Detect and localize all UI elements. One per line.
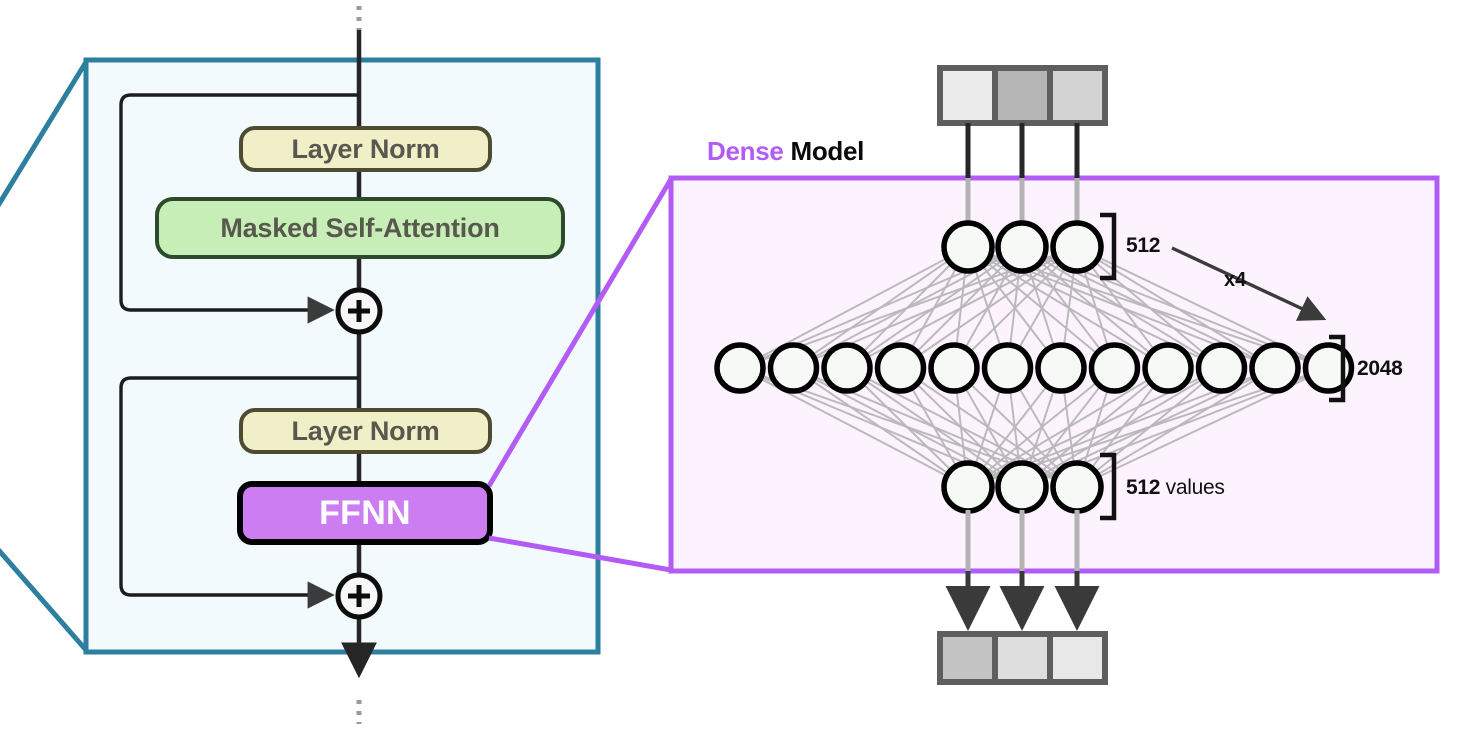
neuron-input-3 xyxy=(1050,220,1104,274)
expansion-factor-value: x4 xyxy=(1224,269,1247,291)
expansion-arrow xyxy=(1171,246,1327,321)
block-layer-norm-2[interactable] xyxy=(239,408,492,454)
zoom-connector-teal xyxy=(0,60,89,652)
neuron-input-2 xyxy=(995,220,1049,274)
output-layer-size-value: 512 xyxy=(1126,476,1161,499)
neurons-output-layer xyxy=(941,460,1104,514)
input-token-row xyxy=(937,65,1108,126)
layer-norm-2-label: Layer Norm xyxy=(291,415,440,446)
neuron-hidden-1 xyxy=(714,342,766,394)
output-token-row xyxy=(937,631,1108,685)
input-layer-size-value: 512 xyxy=(1126,234,1161,257)
output-feed-lines xyxy=(945,510,1100,632)
neuron-hidden-12 xyxy=(1302,342,1355,394)
dense-model-title: Dense Model xyxy=(707,138,864,164)
neuron-hidden-9 xyxy=(1142,342,1194,394)
hidden-layer-size-label: 2048 xyxy=(1357,358,1403,379)
bracket-hidden-2048 xyxy=(1329,334,1346,403)
neuron-output-1 xyxy=(941,460,995,514)
neuron-hidden-4 xyxy=(874,342,927,394)
masked-self-attention-label: Masked Self-Attention xyxy=(220,212,500,243)
neuron-hidden-10 xyxy=(1195,342,1248,394)
skip-connection-2 xyxy=(119,376,359,609)
expansion-factor-label: x4 xyxy=(1224,270,1246,290)
block-layer-norm-1[interactable] xyxy=(239,126,492,172)
bracket-output-512 xyxy=(1100,452,1117,521)
neuron-output-2 xyxy=(995,460,1049,514)
residual-add-2 xyxy=(335,572,383,620)
input-feed-lines xyxy=(965,123,1080,222)
hidden-layer-size-value: 2048 xyxy=(1357,357,1403,380)
neuron-hidden-6 xyxy=(981,342,1034,394)
neuron-hidden-3 xyxy=(821,342,873,394)
zoom-connector-purple xyxy=(486,177,674,573)
dense-model-title-accent: Dense xyxy=(707,136,784,166)
output-layer-size-label: 512 values xyxy=(1126,477,1225,498)
neuron-input-1 xyxy=(941,220,995,274)
neuron-hidden-2 xyxy=(767,342,820,394)
neuron-hidden-11 xyxy=(1249,342,1301,394)
layer-norm-1-label: Layer Norm xyxy=(291,133,440,164)
residual-add-1 xyxy=(335,287,383,335)
neuron-hidden-7 xyxy=(1035,342,1087,394)
input-layer-size-label: 512 xyxy=(1126,235,1160,256)
neuron-hidden-5 xyxy=(928,342,980,394)
neurons-hidden-layer xyxy=(714,342,1355,394)
neurons-input-layer xyxy=(941,220,1104,274)
ffnn-label: FFNN xyxy=(319,493,411,532)
neuron-output-3 xyxy=(1050,460,1104,514)
block-ffnn[interactable] xyxy=(237,481,493,545)
neuron-hidden-8 xyxy=(1088,342,1141,394)
output-layer-size-unit: values xyxy=(1160,476,1225,499)
dense-model-title-rest: Model xyxy=(783,136,865,166)
block-masked-self-attention[interactable] xyxy=(155,197,565,259)
bracket-input-512 xyxy=(1100,212,1117,281)
skip-connection-1 xyxy=(119,93,359,324)
